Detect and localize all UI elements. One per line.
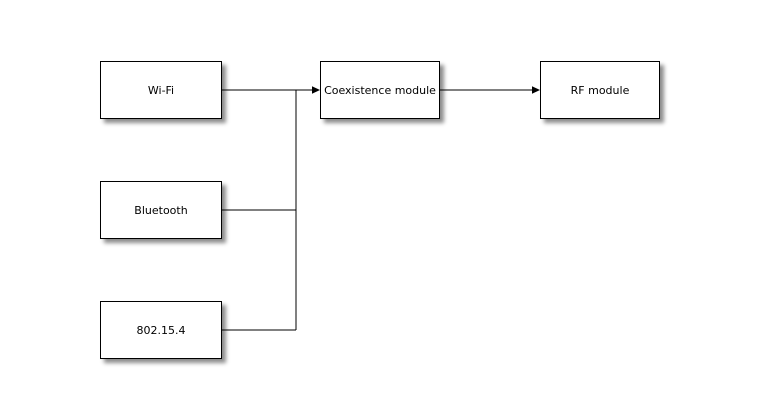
edge-coexistence-to-rf-arrowhead: [532, 86, 540, 94]
node-bluetooth: Bluetooth: [100, 181, 222, 239]
node-coexistence-module: Coexistence module: [320, 61, 440, 119]
node-rf-module: RF module: [540, 61, 660, 119]
edge-wifi-to-coexistence-arrowhead: [312, 86, 320, 94]
node-coexistence-module-label: Coexistence module: [324, 83, 436, 97]
node-802-15-4-label: 802.15.4: [136, 323, 186, 337]
node-rf-module-label: RF module: [570, 83, 630, 97]
node-wifi-label: Wi-Fi: [147, 83, 175, 97]
node-wifi: Wi-Fi: [100, 61, 222, 119]
node-802-15-4: 802.15.4: [100, 301, 222, 359]
node-bluetooth-label: Bluetooth: [134, 203, 188, 217]
